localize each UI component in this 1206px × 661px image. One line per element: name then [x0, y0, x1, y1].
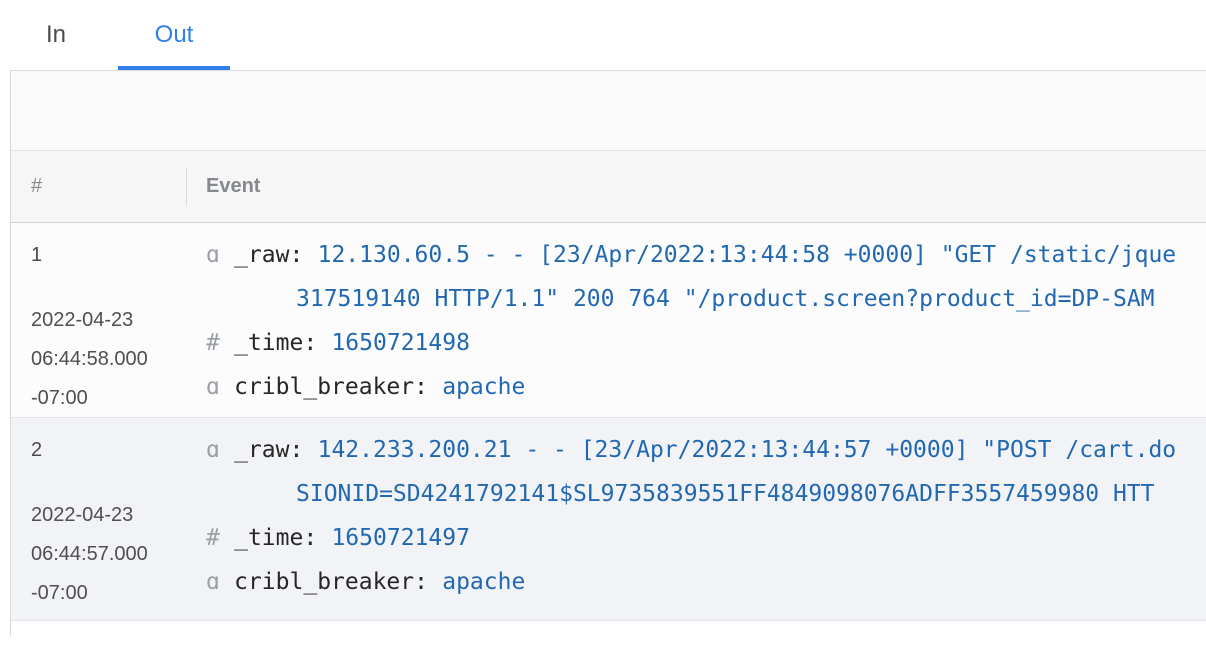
- field-name: cribl_breaker:: [234, 374, 428, 400]
- event-fields-cell: ɑ _raw: 142.233.200.21 - - [23/Apr/2022:13…: [186, 418, 1206, 620]
- timestamp-tz: -07:00: [31, 379, 186, 418]
- event-index-cell: 1 2022-04-23 06:44:58.000 -07:00: [11, 223, 186, 417]
- field-name: _time:: [234, 330, 317, 356]
- field-value: 12.130.60.5 - - [23/Apr/2022:13:44:58 +0…: [318, 242, 1177, 268]
- string-type-icon: ɑ: [206, 242, 220, 268]
- field-name: _time:: [234, 525, 317, 551]
- tab-out[interactable]: Out: [118, 0, 230, 70]
- timestamp-tz: -07:00: [31, 574, 186, 613]
- timestamp-date: 2022-04-23: [31, 496, 186, 535]
- field-value: apache: [442, 569, 525, 595]
- preview-toolbar: [11, 71, 1206, 151]
- field-value: 1650721497: [331, 525, 469, 551]
- tab-in-label: In: [46, 21, 66, 49]
- field-name: _raw:: [234, 242, 303, 268]
- field-value: apache: [442, 374, 525, 400]
- event-preview-panel: # Event 1 2022-04-23 06:44:58.000 -07:00…: [10, 70, 1206, 636]
- column-header-event-cell: Event: [186, 175, 1206, 198]
- tab-out-label: Out: [155, 21, 194, 49]
- event-timestamp: 2022-04-23 06:44:57.000 -07:00: [31, 496, 186, 613]
- event-row[interactable]: 1 2022-04-23 06:44:58.000 -07:00 ɑ _raw: 1…: [11, 223, 1206, 418]
- timestamp-time: 06:44:57.000: [31, 535, 186, 574]
- field-cribl-breaker: ɑ cribl_breaker: apache: [206, 560, 1206, 604]
- column-header-event: Event: [206, 175, 260, 197]
- tab-in[interactable]: In: [0, 0, 112, 70]
- preview-tabbar: In Out: [0, 0, 1206, 70]
- string-type-icon: ɑ: [206, 569, 220, 595]
- timestamp-date: 2022-04-23: [31, 301, 186, 340]
- field-cribl-breaker: ɑ cribl_breaker: apache: [206, 365, 1206, 409]
- table-header: # Event: [11, 151, 1206, 223]
- string-type-icon: ɑ: [206, 437, 220, 463]
- field-value: 1650721498: [331, 330, 469, 356]
- field-value-continuation: 317519140 HTTP/1.1" 200 764 "/product.sc…: [296, 286, 1155, 312]
- field-name: _raw:: [234, 437, 303, 463]
- event-row[interactable]: 2 2022-04-23 06:44:57.000 -07:00 ɑ _raw: 1…: [11, 418, 1206, 621]
- field-value-continuation: SIONID=SD4241792141$SL9735839551FF484909…: [296, 481, 1155, 507]
- event-number: 1: [31, 233, 186, 277]
- next-row-sliver: [11, 621, 1206, 661]
- field-raw: ɑ _raw: 142.233.200.21 - - [23/Apr/2022:13…: [206, 428, 1206, 472]
- field-time: # _time: 1650721498: [206, 321, 1206, 365]
- field-name: cribl_breaker:: [234, 569, 428, 595]
- event-timestamp: 2022-04-23 06:44:58.000 -07:00: [31, 301, 186, 418]
- column-divider: [186, 168, 187, 206]
- event-fields-cell: ɑ _raw: 12.130.60.5 - - [23/Apr/2022:13:44…: [186, 223, 1206, 417]
- number-type-icon: #: [206, 330, 220, 356]
- field-raw-wrapped-line: 317519140 HTTP/1.1" 200 764 "/product.sc…: [206, 277, 1206, 321]
- field-raw: ɑ _raw: 12.130.60.5 - - [23/Apr/2022:13:44…: [206, 233, 1206, 277]
- timestamp-time: 06:44:58.000: [31, 340, 186, 379]
- column-header-index: #: [11, 175, 186, 198]
- event-number: 2: [31, 428, 186, 472]
- event-index-cell: 2 2022-04-23 06:44:57.000 -07:00: [11, 418, 186, 620]
- field-time: # _time: 1650721497: [206, 516, 1206, 560]
- field-value: 142.233.200.21 - - [23/Apr/2022:13:44:57…: [318, 437, 1177, 463]
- string-type-icon: ɑ: [206, 374, 220, 400]
- number-type-icon: #: [206, 525, 220, 551]
- field-raw-wrapped-line: SIONID=SD4241792141$SL9735839551FF484909…: [206, 472, 1206, 516]
